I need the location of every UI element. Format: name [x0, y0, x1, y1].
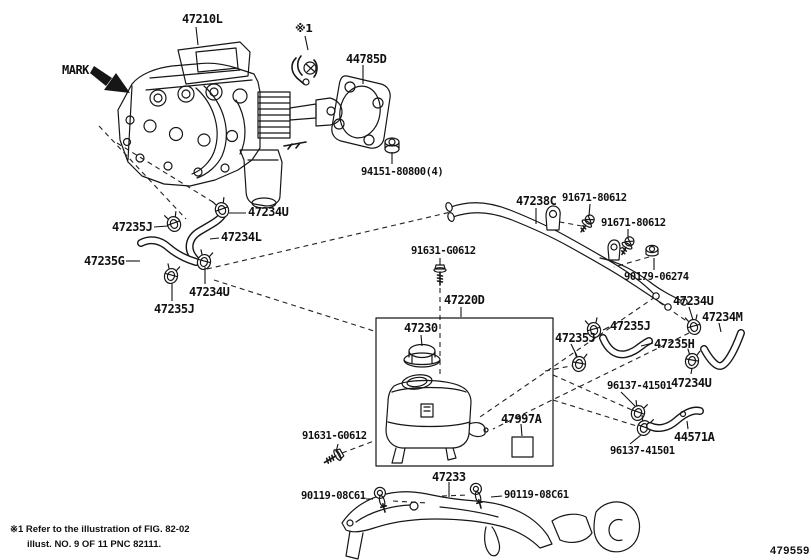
hose-44571A	[646, 406, 704, 433]
label-47230: 47230	[404, 321, 438, 335]
label-94151-80800: 94151-80800(4)	[361, 166, 444, 178]
label-47234U-4: 47234U	[671, 376, 712, 390]
gasket-illustration	[331, 75, 391, 149]
label-91671-80612-1: 91671-80612	[562, 192, 627, 204]
leader-lines	[126, 26, 722, 500]
label-47234U-3: 47234U	[673, 294, 714, 308]
label-ref-1: ※1	[295, 22, 313, 35]
label-91671-80612-2: 91671-80612	[601, 217, 666, 229]
label-44571A: 44571A	[674, 430, 715, 444]
label-47235J-4: 47235J	[555, 331, 596, 345]
label-47997A: 47997A	[501, 412, 542, 426]
clamp-icons	[163, 197, 702, 436]
hose-47234M	[700, 329, 745, 371]
label-47235J-2: 47235J	[154, 302, 195, 316]
label-47235G: 47235G	[84, 254, 125, 268]
hose-47235G	[137, 236, 200, 266]
label-96137-41501-2: 96137-41501	[610, 445, 675, 457]
label-47220D: 47220D	[444, 293, 485, 307]
label-47233: 47233	[432, 470, 466, 484]
label-90119-08C61-2: 90119-08C61	[504, 489, 569, 501]
hose-47235H	[599, 334, 653, 359]
bracket-bolt-icons	[373, 482, 484, 513]
label-47238C: 47238C	[516, 194, 557, 208]
label-47235H: 47235H	[654, 337, 695, 351]
label-47234L: 47234L	[221, 230, 262, 244]
label-44785D: 44785D	[346, 52, 387, 66]
label-90179-06274: 90179-06274	[624, 271, 689, 283]
brake-actuator-illustration	[117, 41, 343, 209]
footnote-line-2: illust. NO. 9 OF 11 PNC 82111.	[27, 539, 162, 550]
hose-47234L	[185, 210, 227, 264]
tube-assembly-illustration	[445, 202, 688, 311]
label-47235J-3: 47235J	[610, 319, 651, 333]
dashed-reference-lines	[98, 125, 690, 504]
label-47234U-2: 47234U	[189, 285, 230, 299]
label-96137-41501-1: 96137-41501	[607, 380, 672, 392]
footnote-line-1: ※1 Refer to the illustration of FIG. 82-…	[10, 524, 190, 535]
label-mark: MARK	[62, 63, 89, 77]
flange-bolt-icons	[580, 214, 635, 256]
label-91631-G0612-2: 91631-G0612	[302, 430, 367, 442]
screw-icons	[323, 264, 447, 464]
ref1-clip-illustration	[291, 55, 318, 86]
mark-arrow-icon	[90, 66, 130, 93]
cap-nut-illustration	[384, 137, 400, 154]
figure-doc-number: 479559	[770, 545, 810, 557]
label-90119-08C61-1: 90119-08C61	[301, 490, 366, 502]
nut-icon	[645, 244, 659, 257]
label-47235J-1: 47235J	[112, 220, 153, 234]
reservoir-assembly-illustration	[375, 317, 554, 467]
label-47210L: 47210L	[182, 12, 223, 26]
label-47234M: 47234M	[702, 310, 743, 324]
label-91631-G0612-1: 91631-G0612	[411, 245, 476, 257]
bracket-illustration	[341, 491, 641, 560]
label-47234U-1: 47234U	[248, 205, 289, 219]
